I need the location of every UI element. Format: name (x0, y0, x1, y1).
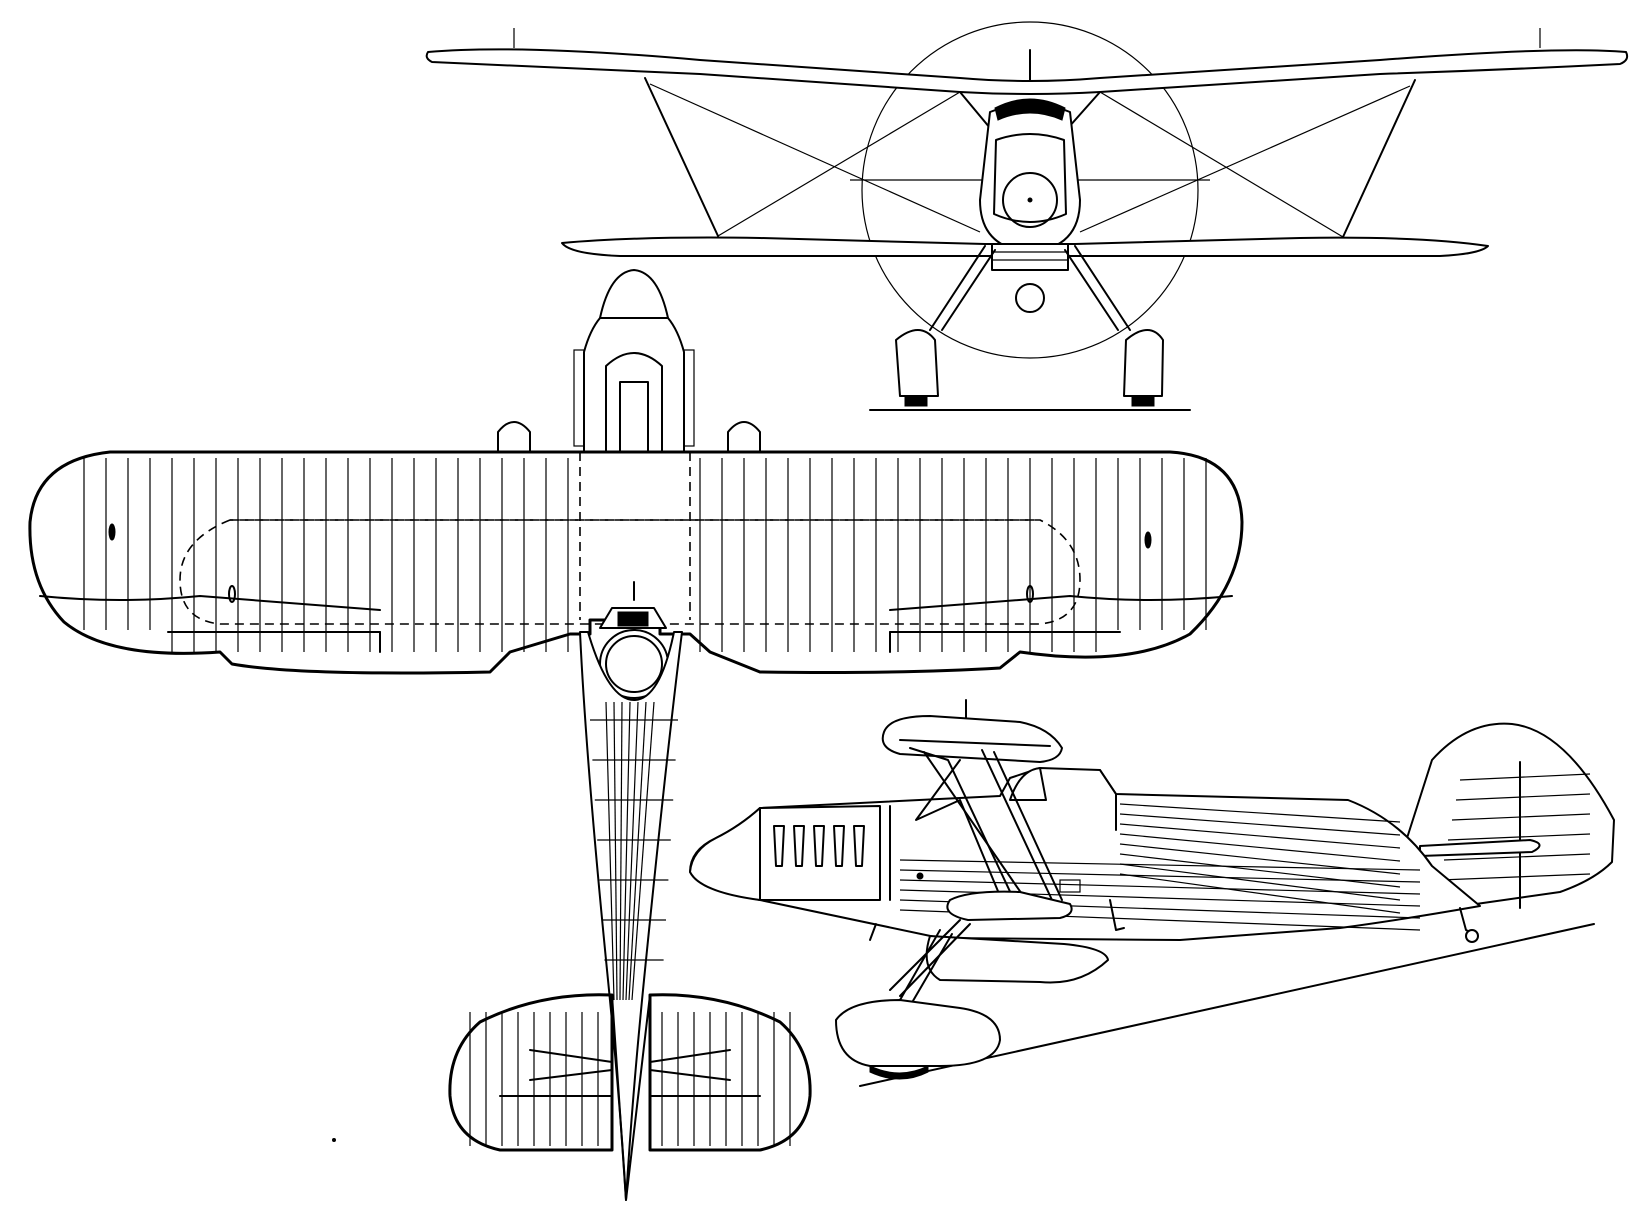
fuselage-stringer (628, 701, 647, 1001)
tailplane-side (1419, 839, 1541, 857)
rudder-rib (1459, 773, 1591, 781)
rudder-rib (1443, 853, 1591, 861)
engine-nose-top (583, 317, 685, 453)
fuselage-stringer (613, 701, 618, 1001)
front-view (425, 21, 1629, 411)
side-stringer (1119, 853, 1401, 888)
tailplane-left (448, 993, 614, 1152)
propeller-disc (861, 21, 1199, 359)
plan-view (28, 269, 1244, 1201)
exhaust-port (793, 825, 805, 867)
fuselage-stringer (622, 701, 631, 1001)
side-stringer (1119, 873, 1401, 914)
fuselage-plan (579, 631, 683, 1201)
exhaust-stubs (573, 349, 695, 447)
rudder-ribs (1439, 773, 1591, 881)
wheel-spat-side (835, 999, 1001, 1067)
engine-cowl-ring (1002, 172, 1058, 228)
exhaust-port (833, 825, 845, 867)
fuselage-stringer (619, 701, 623, 1001)
fuselage-stringer (631, 701, 655, 1001)
ventral-fairing (925, 935, 1109, 984)
engine-cowling-side (689, 805, 881, 901)
exhaust-port (773, 825, 785, 867)
fin-rudder (1399, 722, 1615, 905)
side-stringer (899, 879, 1421, 895)
side-stringer (1119, 803, 1401, 823)
side-stringer (1119, 833, 1401, 862)
gun-fairing-right (727, 421, 761, 453)
tailwheel-front (1015, 283, 1045, 313)
wing-ribs (83, 458, 1207, 652)
fuselage-stringer (605, 701, 615, 1001)
tailplane-right (648, 993, 812, 1152)
side-stringer (1119, 823, 1401, 849)
spinner-top (599, 269, 669, 319)
wheel-tyre-side (869, 1065, 929, 1080)
exhaust-port (813, 825, 825, 867)
side-stringer (1119, 813, 1401, 836)
gun-fairing-left (497, 421, 531, 453)
exhaust-stack (773, 825, 865, 867)
tail-wheel-side (1465, 929, 1479, 943)
rudder-rib (1439, 873, 1591, 881)
wheel-spat-right (1123, 329, 1164, 397)
exhaust-port (853, 825, 865, 867)
rudder-rib (1447, 833, 1591, 841)
side-stringer (899, 869, 1421, 883)
fuselage-stringers (590, 701, 678, 1001)
lower-wing-side (946, 890, 1073, 921)
upper-wing-front (425, 48, 1629, 95)
rudder-rib (1455, 793, 1591, 801)
side-stringer (1119, 863, 1401, 901)
upper-wing-side (881, 715, 1063, 763)
rudder-rib (1451, 813, 1591, 821)
fuselage-stringer (625, 701, 639, 1001)
wheel-spat-left (895, 329, 939, 397)
side-view (689, 699, 1615, 1087)
